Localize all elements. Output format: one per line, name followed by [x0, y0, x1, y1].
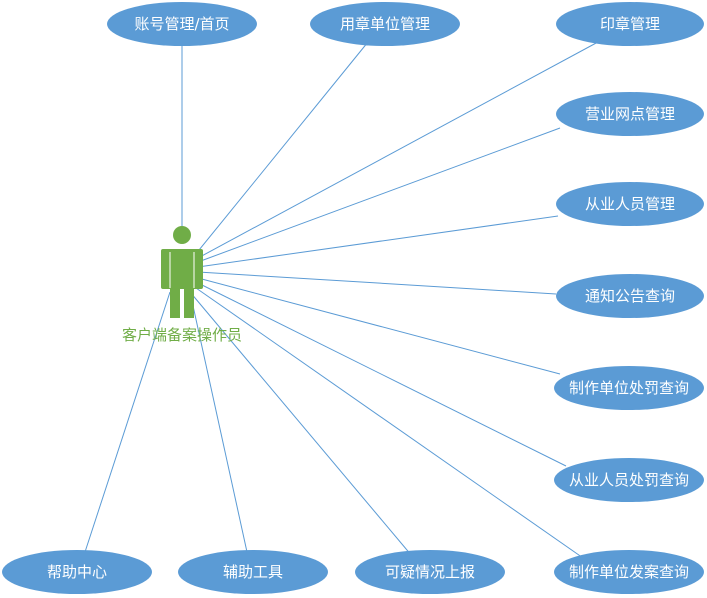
usecase-help[interactable]: 帮助中心: [2, 550, 152, 594]
association-line-staff: [197, 215, 559, 268]
association-line-seal: [197, 41, 599, 259]
association-line-maker-penalty: [197, 277, 561, 375]
usecase-suspicious[interactable]: 可疑情况上报: [355, 550, 505, 594]
usecase-account[interactable]: 账号管理/首页: [107, 2, 257, 46]
association-line-notice: [197, 271, 557, 295]
association-line-maker-case: [195, 287, 587, 561]
usecase-maker-penalty[interactable]: 制作单位处罚查询: [554, 366, 704, 410]
association-line-seal-unit: [194, 41, 369, 256]
usecase-staff[interactable]: 从业人员管理: [556, 182, 704, 226]
association-line-suspicious: [189, 291, 413, 557]
association-line-help: [84, 291, 171, 553]
usecase-tools[interactable]: 辅助工具: [178, 550, 328, 594]
association-line-tools: [189, 291, 248, 553]
person-icon: [161, 226, 203, 318]
association-line-staff-penalty: [197, 282, 567, 467]
association-line-outlet: [197, 127, 561, 263]
actor-label: 客户端备案操作员: [121, 326, 242, 344]
usecase-notice[interactable]: 通知公告查询: [556, 274, 704, 318]
usecase-outlet[interactable]: 营业网点管理: [556, 92, 704, 136]
usecase-seal-unit[interactable]: 用章单位管理: [310, 2, 460, 46]
usecase-seal[interactable]: 印章管理: [556, 2, 704, 46]
usecase-maker-case[interactable]: 制作单位发案查询: [554, 550, 704, 594]
usecase-staff-penalty[interactable]: 从业人员处罚查询: [554, 458, 704, 502]
